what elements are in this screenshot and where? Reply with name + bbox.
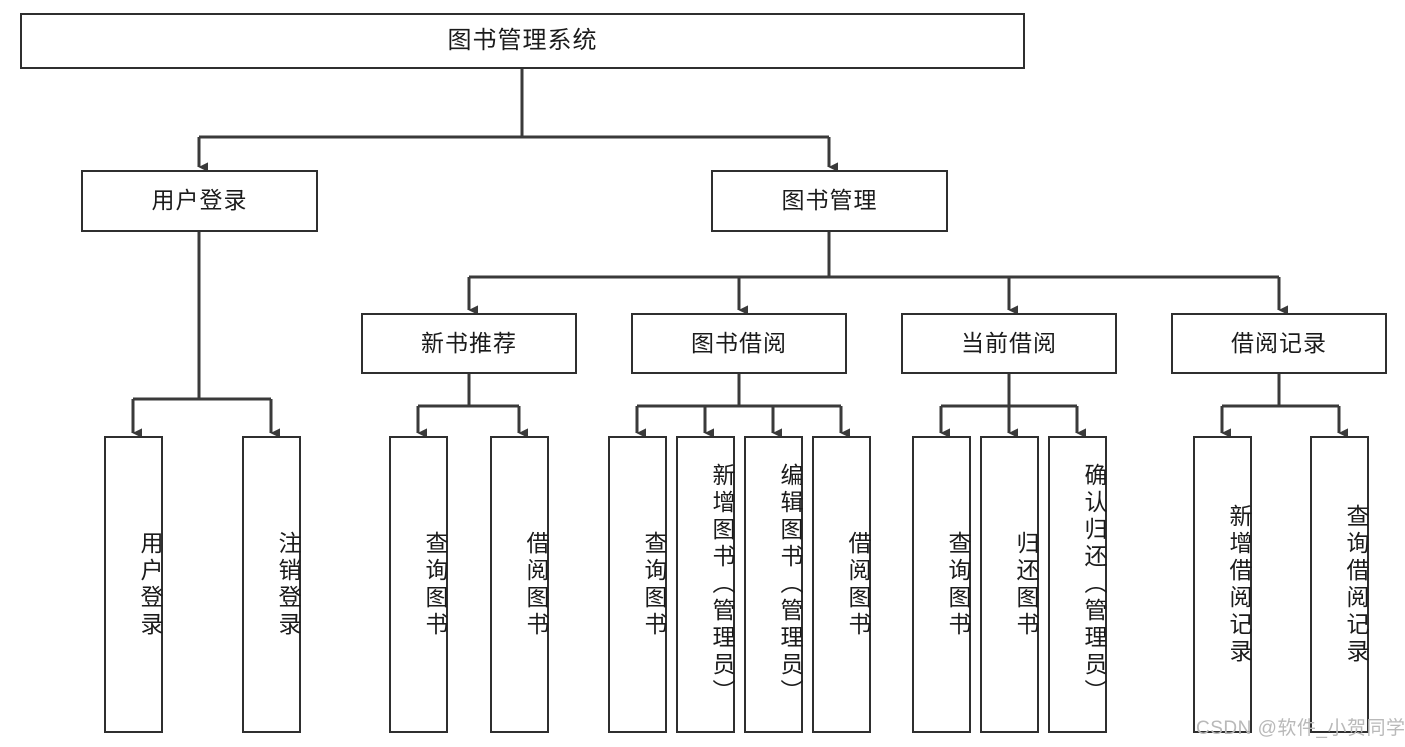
node-label: 注销登录: [275, 530, 301, 639]
leaf-current-borrow-return[interactable]: 归还图书: [980, 436, 1039, 733]
leaf-book-borrow-borrow[interactable]: 借阅图书: [812, 436, 871, 733]
leaf-borrow-record-add[interactable]: 新增借阅记录: [1193, 436, 1252, 733]
leaf-user-login-logout[interactable]: 注销登录: [242, 436, 301, 733]
node-user-login[interactable]: 用户登录: [81, 170, 318, 232]
node-label: 新增借阅记录: [1226, 503, 1252, 666]
leaf-user-login-signin[interactable]: 用户登录: [104, 436, 163, 733]
node-label: 新增图书（管理员）: [709, 463, 735, 706]
leaf-new-book-query[interactable]: 查询图书: [389, 436, 448, 733]
node-current-borrowing[interactable]: 当前借阅: [901, 313, 1117, 374]
node-borrow-records[interactable]: 借阅记录: [1171, 313, 1387, 374]
node-label: 用户登录: [151, 187, 248, 214]
node-label: 图书管理: [781, 187, 878, 214]
node-label: 查询图书: [641, 530, 667, 639]
node-label: 图书借阅: [691, 329, 787, 356]
node-label: 当前借阅: [961, 329, 1057, 356]
leaf-borrow-record-query[interactable]: 查询借阅记录: [1310, 436, 1369, 733]
node-label: 图书管理系统: [447, 26, 598, 54]
node-book-borrowing[interactable]: 图书借阅: [631, 313, 847, 374]
node-label: 借阅图书: [845, 530, 871, 639]
node-root-book-management-system[interactable]: 图书管理系统: [20, 13, 1025, 69]
node-book-management[interactable]: 图书管理: [711, 170, 948, 232]
node-label: 用户登录: [137, 530, 163, 639]
node-label: 借阅图书: [523, 530, 549, 639]
leaf-current-borrow-confirm-return-admin[interactable]: 确认归还（管理员）: [1048, 436, 1107, 733]
leaf-new-book-borrow[interactable]: 借阅图书: [490, 436, 549, 733]
node-label: 编辑图书（管理员）: [777, 463, 803, 706]
leaf-book-borrow-edit-admin[interactable]: 编辑图书（管理员）: [744, 436, 803, 733]
leaf-book-borrow-query[interactable]: 查询图书: [608, 436, 667, 733]
node-label: 新书推荐: [421, 329, 517, 356]
node-label: 借阅记录: [1231, 329, 1327, 356]
leaf-book-borrow-add-admin[interactable]: 新增图书（管理员）: [676, 436, 735, 733]
node-label: 查询借阅记录: [1343, 503, 1369, 666]
csdn-watermark: CSDN @软件_小贺同学: [1196, 718, 1405, 739]
node-label: 查询图书: [422, 530, 448, 639]
node-new-book-recommendation[interactable]: 新书推荐: [361, 313, 577, 374]
leaf-current-borrow-query[interactable]: 查询图书: [912, 436, 971, 733]
node-label: 归还图书: [1013, 530, 1039, 639]
node-label: 确认归还（管理员）: [1081, 463, 1107, 706]
node-label: 查询图书: [945, 530, 971, 639]
